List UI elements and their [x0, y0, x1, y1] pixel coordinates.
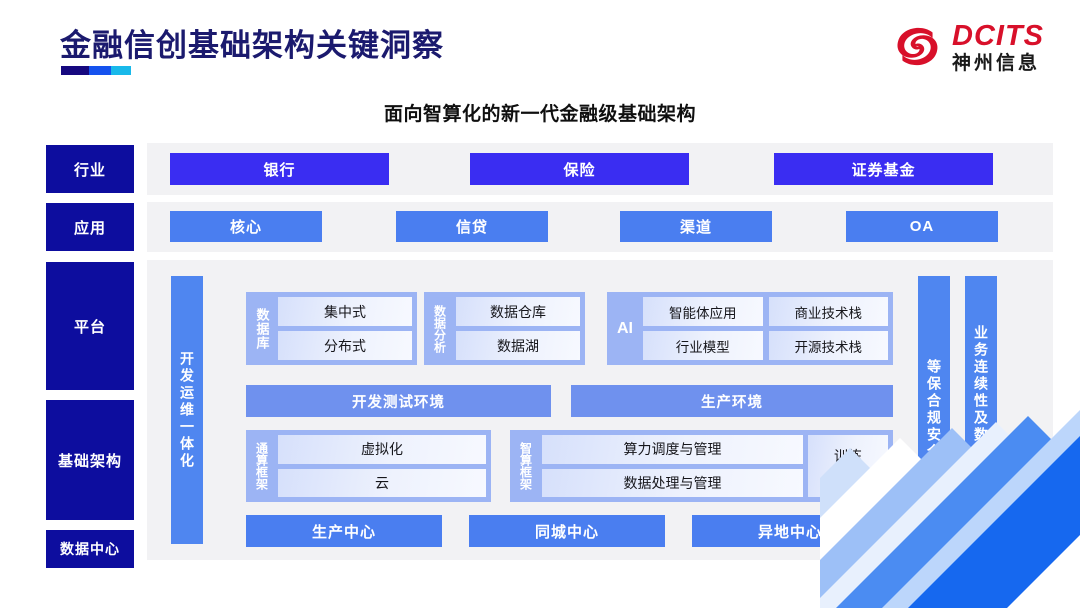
- cell-data-warehouse[interactable]: 数据仓库: [456, 297, 580, 326]
- row-label-datacenter: 数据中心: [46, 530, 134, 568]
- group-label-general-compute: 通算框架: [254, 442, 269, 490]
- cell-compute-scheduling[interactable]: 算力调度与管理: [542, 435, 803, 464]
- intelligent-compute-cells: 算力调度与管理 数据处理与管理: [542, 435, 803, 497]
- cell-distributed[interactable]: 分布式: [278, 331, 412, 360]
- datacenter-button-remote[interactable]: 异地中心: [692, 515, 888, 547]
- industry-button-insurance[interactable]: 保险: [470, 153, 689, 185]
- group-label-database: 数据库: [254, 307, 270, 350]
- platform-main-panel: 开发运维一体化 数据库 集中式 分布式 数据分析 数据仓库 数据湖 AI 智能体…: [147, 260, 1053, 560]
- logo-text-en: DCITS: [952, 19, 1044, 52]
- cell-commercial-tech-stack[interactable]: 商业技术栈: [768, 297, 888, 326]
- application-button-channel[interactable]: 渠道: [620, 211, 772, 242]
- row-label-infrastructure: 基础架构: [46, 400, 134, 520]
- group-label-intelligent-compute: 智算框架: [518, 442, 533, 490]
- environment-button-dev-test[interactable]: 开发测试环境: [246, 385, 551, 417]
- group-row-ai-top: 智能体应用 商业技术栈: [643, 297, 888, 326]
- page-title: 金融信创基础架构关键洞察: [60, 28, 444, 63]
- compliance-vertical-bar: 等保合规安全: [918, 276, 950, 544]
- application-button-oa[interactable]: OA: [846, 211, 998, 242]
- inference-label: 推理: [834, 467, 862, 483]
- devops-vertical-bar: 开发运维一体化: [171, 276, 203, 544]
- group-intelligent-compute-framework: 智算框架 算力调度与管理 数据处理与管理 训练 推理: [510, 430, 893, 502]
- group-body-data-analytics: 数据仓库 数据湖: [456, 297, 580, 360]
- group-label-data-analytics: 数据分析: [432, 304, 447, 353]
- logo-text-cn: 神州信息: [952, 52, 1041, 74]
- dcits-logo: DCITS 神州信息: [892, 18, 1044, 76]
- group-database: 数据库 集中式 分布式: [246, 292, 417, 365]
- group-body-database: 集中式 分布式: [278, 297, 412, 360]
- environment-button-production[interactable]: 生产环境: [571, 385, 893, 417]
- cell-data-lake[interactable]: 数据湖: [456, 331, 580, 360]
- datacenter-button-production[interactable]: 生产中心: [246, 515, 442, 547]
- group-body-general-compute: 虚拟化 云: [278, 435, 486, 497]
- industry-row-panel: 银行 保险 证券基金: [147, 143, 1053, 195]
- cell-virtualization[interactable]: 虚拟化: [278, 435, 486, 464]
- diagram-subtitle: 面向智算化的新一代金融级基础架构: [383, 104, 696, 125]
- group-data-analytics: 数据分析 数据仓库 数据湖: [424, 292, 585, 365]
- group-body-intelligent-compute: 算力调度与管理 数据处理与管理 训练 推理: [542, 435, 888, 497]
- application-button-core[interactable]: 核心: [170, 211, 322, 242]
- row-label-platform: 平台: [46, 262, 134, 390]
- cell-opensource-tech-stack[interactable]: 开源技术栈: [768, 331, 888, 360]
- page-header: 金融信创基础架构关键洞察 DCITS 神州信息: [0, 0, 1080, 92]
- industry-button-bank[interactable]: 银行: [170, 153, 389, 185]
- rule-segment-cyan: [111, 66, 131, 75]
- row-label-application: 应用: [46, 203, 134, 251]
- application-button-credit[interactable]: 信贷: [396, 211, 548, 242]
- application-row-panel: 核心 信贷 渠道 OA: [147, 202, 1053, 252]
- cell-centralized[interactable]: 集中式: [278, 297, 412, 326]
- rule-segment-blue: [89, 66, 111, 75]
- group-label-ai: AI: [617, 319, 633, 337]
- industry-button-securities-fund[interactable]: 证券基金: [774, 153, 993, 185]
- group-body-ai: 智能体应用 商业技术栈 行业模型 开源技术栈: [643, 297, 888, 360]
- row-label-industry: 行业: [46, 145, 134, 193]
- cell-data-processing[interactable]: 数据处理与管理: [542, 468, 803, 497]
- continuity-vertical-bar: 业务连续性及数据保护: [965, 276, 997, 544]
- dcits-swirl-icon: [897, 27, 938, 66]
- group-row-ai-bottom: 行业模型 开源技术栈: [643, 331, 888, 360]
- cell-cloud[interactable]: 云: [278, 468, 486, 497]
- logo-wordmark: DCITS 神州信息: [952, 19, 1044, 74]
- group-general-compute-framework: 通算框架 虚拟化 云: [246, 430, 491, 502]
- cell-agent-application[interactable]: 智能体应用: [643, 297, 763, 326]
- cell-industry-model[interactable]: 行业模型: [643, 331, 763, 360]
- rule-segment-navy: [61, 66, 89, 75]
- title-underline-rule: [61, 66, 131, 75]
- cell-training-inference[interactable]: 训练 推理: [808, 435, 888, 497]
- training-label: 训练: [834, 448, 862, 465]
- group-ai: AI 智能体应用 商业技术栈 行业模型 开源技术栈: [607, 292, 893, 365]
- datacenter-button-metro[interactable]: 同城中心: [469, 515, 665, 547]
